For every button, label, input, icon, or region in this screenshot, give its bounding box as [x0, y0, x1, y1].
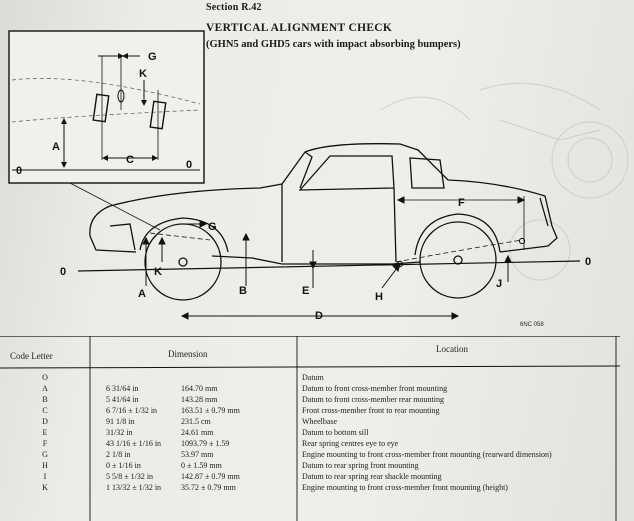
metric-cell: 24.61 mm	[181, 428, 214, 437]
table-row: C 6 7/16 ± 1/32 in 163.51 ± 0.79 mm Fron…	[0, 405, 620, 416]
location-cell: Rear spring centres eye to eye	[302, 439, 399, 448]
inset-label-datum-right: 0	[186, 159, 192, 171]
table-row: O Datum	[0, 372, 620, 383]
location-cell: Datum to rear spring rear shackle mounti…	[302, 472, 442, 481]
code-cell: O	[42, 373, 48, 382]
main-label-d: D	[315, 310, 323, 322]
location-cell: Datum to front cross-member rear mountin…	[302, 395, 444, 404]
location-cell: Datum	[302, 373, 324, 382]
imperial-cell: 1 13/32 ± 1/32 in	[106, 483, 162, 492]
inset-label-k: K	[139, 68, 147, 80]
background-ghost-drawing	[379, 82, 629, 281]
metric-cell: 142.87 ± 0.79 mm	[181, 472, 240, 481]
table-row: A 6 31/64 in 164.70 mm Datum to front cr…	[0, 383, 620, 394]
alignment-diagram: G K A C 0 0 0 0	[8, 30, 629, 328]
header-code-letter: Code Letter	[10, 351, 53, 361]
location-cell: Datum to rear spring front mounting	[302, 461, 419, 470]
location-cell: Datum to bottom sill	[302, 428, 369, 437]
code-cell: H	[42, 461, 48, 470]
car-body-outline	[89, 143, 558, 301]
main-label-k: K	[154, 266, 162, 278]
header-dimension: Dimension	[168, 349, 208, 359]
inset-label-a: A	[52, 141, 60, 153]
code-cell: C	[42, 406, 48, 415]
code-cell: A	[42, 384, 48, 393]
main-label-f: F	[458, 197, 465, 209]
inset-label-c: C	[126, 154, 134, 166]
main-label-b: B	[239, 285, 247, 297]
imperial-cell: 91 1/8 in	[106, 417, 135, 426]
code-cell: B	[42, 395, 48, 404]
main-label-a: A	[138, 288, 146, 300]
code-cell: E	[42, 428, 48, 437]
metric-cell: 35.72 ± 0.79 mm	[181, 483, 236, 492]
table-row: H 0 ± 1/16 in 0 ± 1.59 mm Datum to rear …	[0, 460, 620, 471]
document-subtitle: (GHN5 and GHD5 cars with impact absorbin…	[206, 39, 461, 50]
metric-cell: 1093.79 ± 1.59	[181, 439, 230, 448]
table-row: I 5 5/8 ± 1/32 in 142.87 ± 0.79 mm Datum…	[0, 471, 620, 482]
figure-code: 6NC 058	[520, 322, 544, 328]
location-cell: Engine mounting to front cross-member fr…	[302, 483, 508, 492]
imperial-cell: 2 1/8 in	[106, 450, 131, 459]
table-rules	[0, 336, 620, 521]
main-label-datum-left: 0	[60, 266, 66, 278]
header-location: Location	[436, 344, 468, 354]
code-cell: G	[42, 450, 48, 459]
dimension-arrows	[142, 196, 526, 320]
table-row: D 91 1/8 in 231.5 cm Wheelbase	[0, 416, 620, 427]
table-row: B 5 41/64 in 143.28 mm Datum to front cr…	[0, 394, 620, 405]
metric-cell: 164.70 mm	[181, 384, 218, 393]
main-label-g: G	[208, 221, 217, 233]
metric-cell: 53.97 mm	[181, 450, 214, 459]
inset-label-g: G	[148, 51, 157, 63]
code-cell: I	[43, 472, 47, 481]
main-label-h: H	[375, 291, 383, 303]
metric-cell: 163.51 ± 0.79 mm	[181, 406, 240, 415]
inset-detail: G K A C 0 0	[8, 30, 205, 231]
location-cell: Engine mounting to front cross-member fr…	[302, 450, 552, 459]
imperial-cell: 43 1/16 ± 1/16 in	[106, 439, 162, 448]
frame-dashed-lines	[149, 196, 525, 263]
document-title: VERTICAL ALIGNMENT CHECK	[206, 22, 393, 34]
imperial-cell: 5 5/8 ± 1/32 in	[106, 472, 154, 481]
datum-line	[77, 260, 581, 272]
table-row: K 1 13/32 ± 1/32 in 35.72 ± 0.79 mm Engi…	[0, 482, 620, 493]
main-label-datum-right: 0	[585, 256, 591, 268]
table-row: G 2 1/8 in 53.97 mm Engine mounting to f…	[0, 449, 620, 460]
code-cell: F	[42, 439, 48, 448]
section-label: Section R.42	[206, 2, 262, 13]
main-label-e: E	[302, 285, 309, 297]
imperial-cell: 5 41/64 in	[106, 395, 139, 404]
metric-cell: 0 ± 1.59 mm	[181, 461, 222, 470]
main-label-j: J	[496, 278, 502, 290]
imperial-cell: 6 31/64 in	[106, 384, 139, 393]
code-cell: D	[42, 417, 48, 426]
table-row: E 31/32 in 24.61 mm Datum to bottom sill	[0, 427, 620, 438]
metric-cell: 231.5 cm	[181, 417, 211, 426]
imperial-cell: 6 7/16 ± 1/32 in	[106, 406, 158, 415]
metric-cell: 143.28 mm	[181, 395, 218, 404]
location-cell: Datum to front cross-member front mounti…	[302, 384, 448, 393]
imperial-cell: 31/32 in	[106, 428, 133, 437]
location-cell: Wheelbase	[302, 417, 338, 426]
dimension-table: Code Letter Dimension Location O Datum A…	[0, 336, 620, 521]
inset-label-datum-left: 0	[16, 165, 22, 177]
imperial-cell: 0 ± 1/16 in	[106, 461, 141, 470]
code-cell: K	[42, 483, 48, 492]
table-row: F 43 1/16 ± 1/16 in 1093.79 ± 1.59 Rear …	[0, 438, 620, 449]
location-cell: Front cross-member front to rear mountin…	[302, 406, 440, 415]
